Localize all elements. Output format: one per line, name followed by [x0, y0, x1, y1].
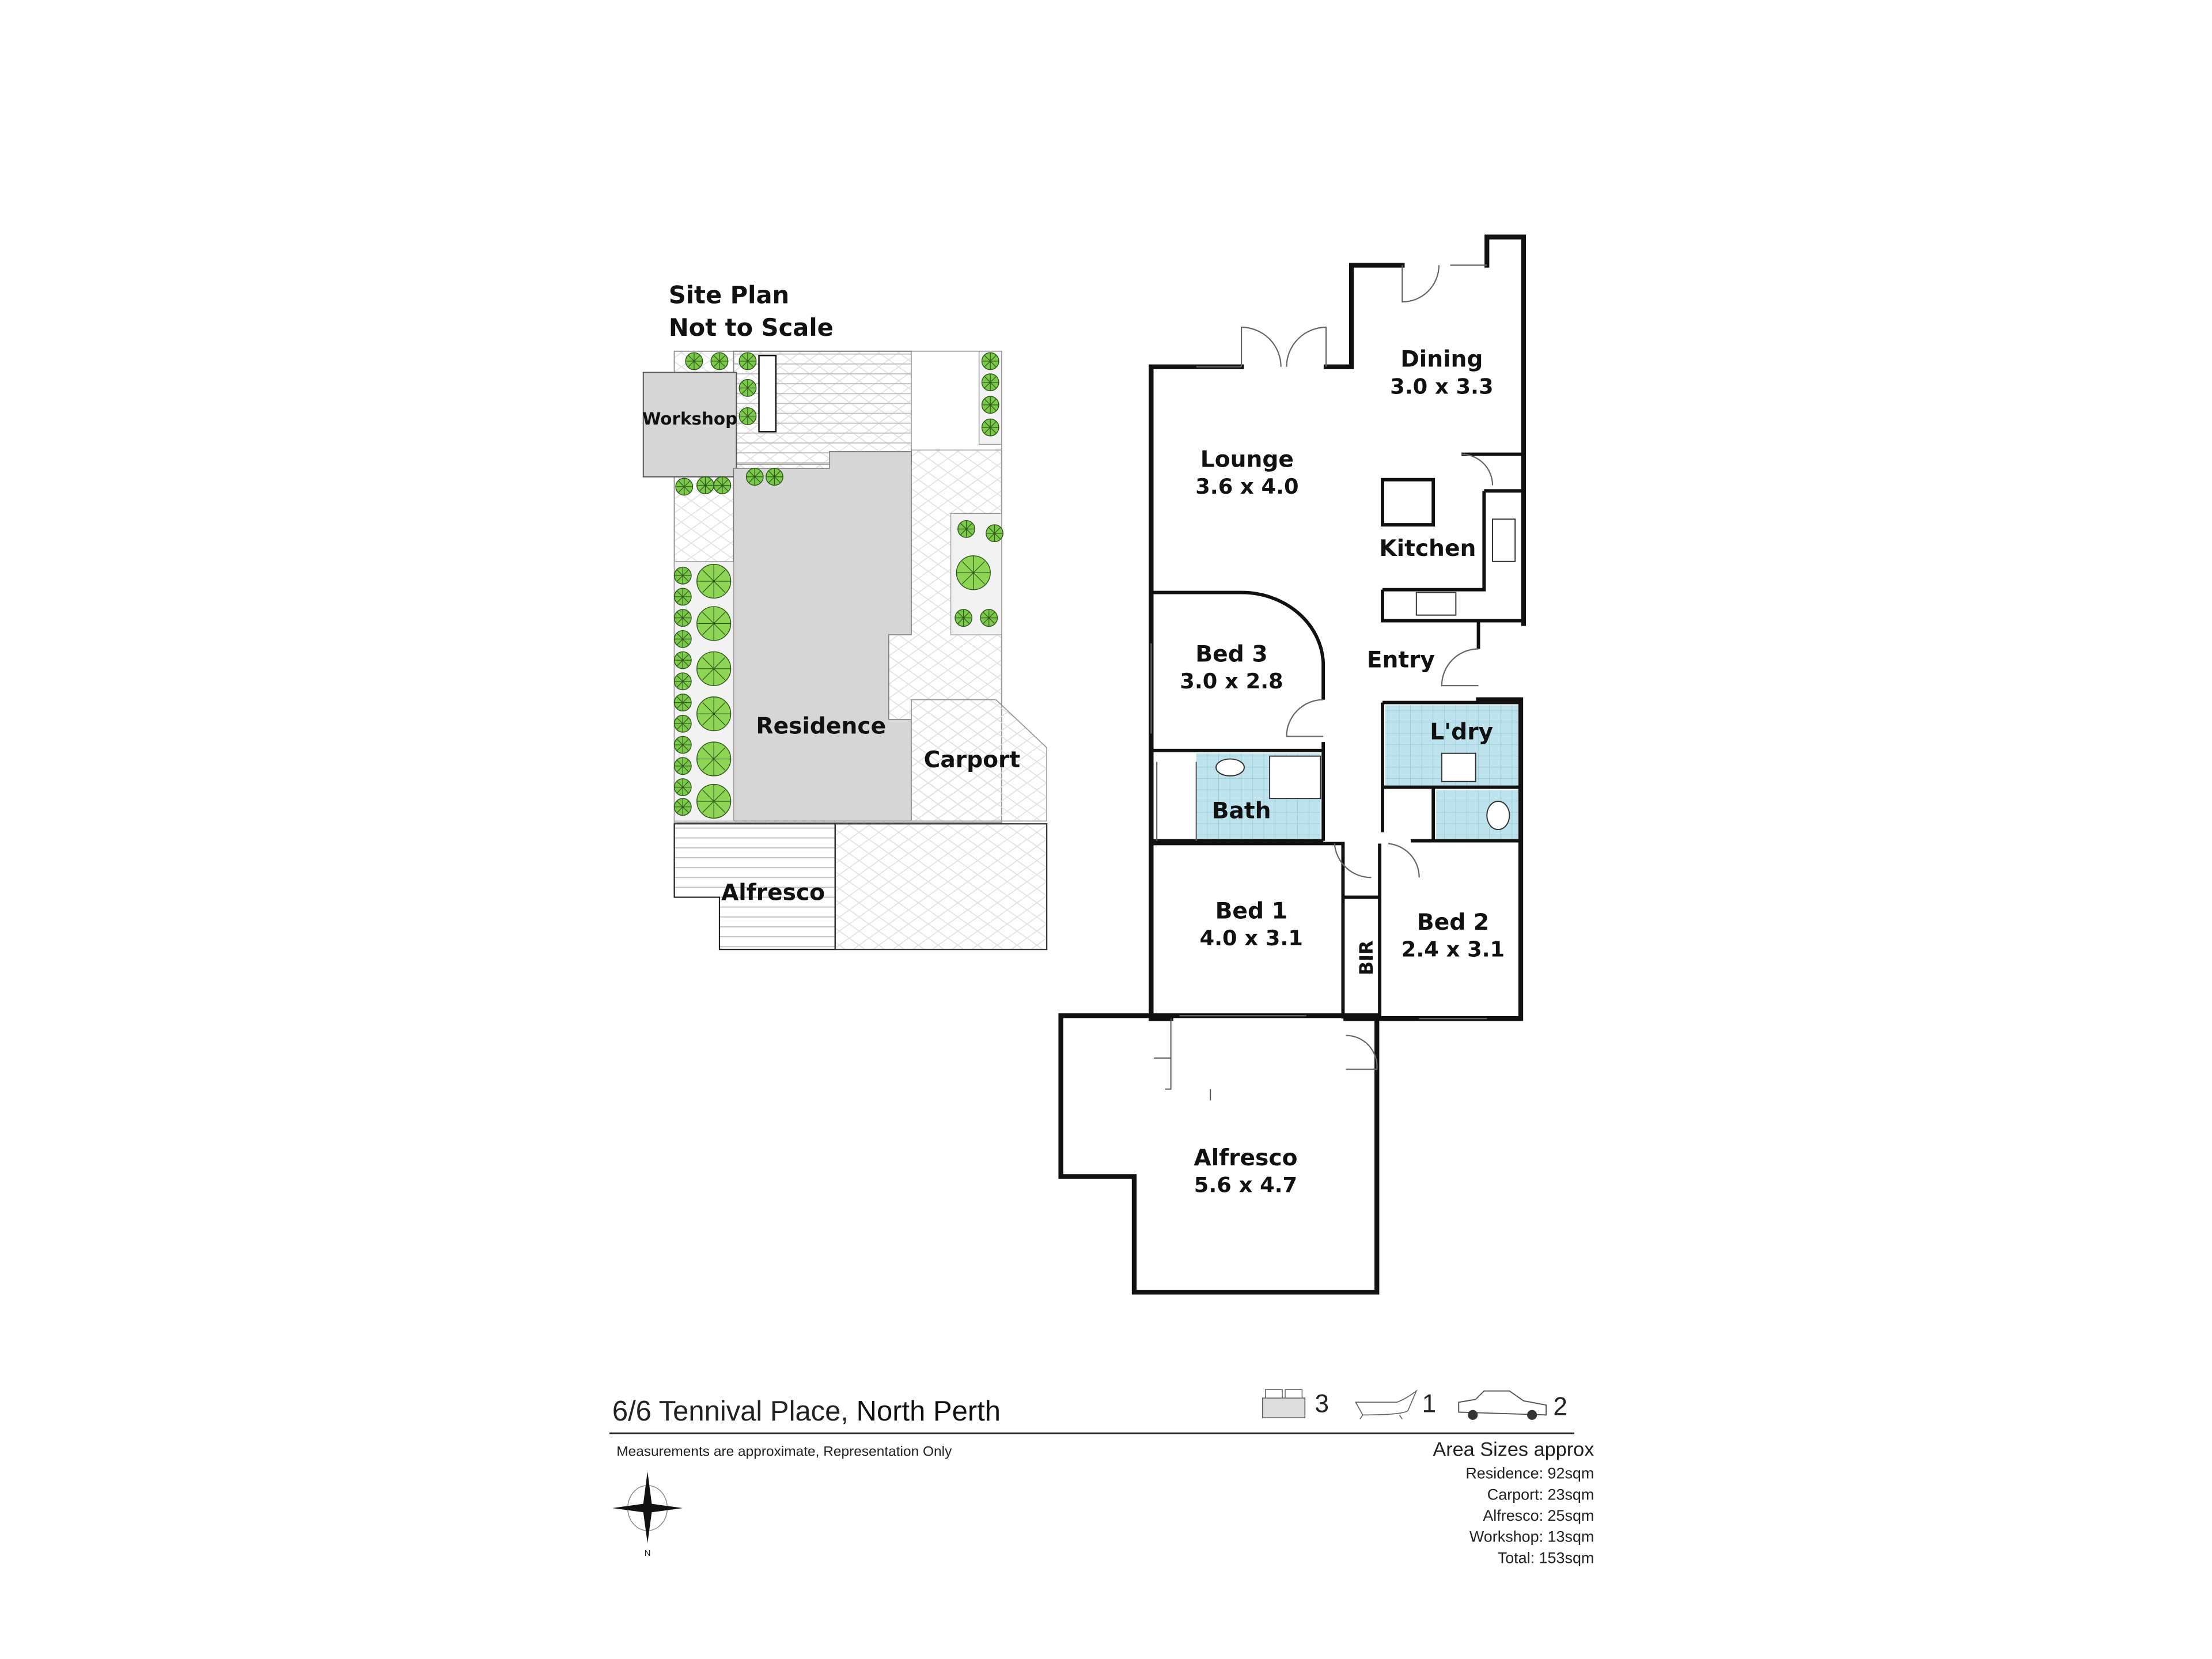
area-size-item: Residence: 92sqm — [1465, 1465, 1594, 1482]
site-plan: Site Plan Not to Scale Workshop Residenc… — [642, 281, 1048, 950]
alfresco-deck — [1058, 1013, 1380, 1295]
address: 6/6 Tennival Place, North Perth — [612, 1396, 1001, 1427]
workshop-label: Workshop — [642, 409, 737, 429]
room-name: Bed 3 — [1195, 642, 1267, 668]
carport-label: Carport — [924, 747, 1020, 773]
interior-walls — [1151, 590, 1521, 1021]
room-size: 3.0 x 2.8 — [1180, 669, 1283, 694]
windows — [1150, 366, 1487, 1020]
shower — [1269, 755, 1321, 800]
room-name: BIR — [1355, 941, 1377, 976]
toilet — [1486, 801, 1510, 830]
room-name: Dining — [1400, 347, 1483, 373]
site-alfresco-label: Alfresco — [721, 880, 825, 906]
workshop-building — [642, 372, 737, 478]
laundry-trough — [1441, 752, 1476, 782]
floor-plan: Dining 3.0 x 3.3 Lounge 3.6 x 4.0 Kitche… — [1058, 234, 1527, 1295]
room-name: Bed 1 — [1215, 898, 1287, 924]
compass-north-label: N — [645, 1549, 651, 1558]
laundry-walls — [1381, 620, 1521, 841]
car-spaces-count: 2 — [1553, 1392, 1567, 1421]
footer: 6/6 Tennival Place, North Perth Measurem… — [609, 1389, 1594, 1566]
room-size: 4.0 x 3.1 — [1200, 926, 1303, 950]
area-size-item: Carport: 23sqm — [1487, 1486, 1594, 1503]
area-sizes-title: Area Sizes approx — [1433, 1438, 1594, 1460]
cooktop — [1415, 592, 1457, 616]
bathtub-icon — [1355, 1389, 1418, 1420]
room-size: 3.6 x 4.0 — [1195, 474, 1298, 499]
compass-icon — [612, 1471, 683, 1544]
site-plan-subtitle: Not to Scale — [669, 313, 834, 342]
room-name: Lounge — [1200, 447, 1294, 473]
room-name: Bed 2 — [1417, 910, 1489, 935]
room-name: L'dry — [1430, 719, 1493, 745]
kitchen-sink — [1492, 518, 1516, 562]
area-size-item: Alfresco: 25sqm — [1483, 1507, 1594, 1524]
disclaimer: Measurements are approximate, Representa… — [616, 1444, 952, 1459]
room-size: 2.4 x 3.1 — [1402, 937, 1505, 961]
driveway — [834, 823, 1048, 950]
room-name: Alfresco — [1194, 1145, 1297, 1171]
area-size-item: Workshop: 13sqm — [1469, 1528, 1594, 1546]
site-plan-title: Site Plan — [669, 281, 789, 309]
carport-area — [911, 699, 1047, 822]
address-street: 6/6 Tennival Place, — [612, 1396, 857, 1427]
residence-building — [733, 450, 912, 822]
basin — [1215, 758, 1245, 777]
bathrooms-count: 1 — [1422, 1389, 1437, 1418]
sliding-door-markers — [1154, 1018, 1211, 1101]
residence-label: Residence — [756, 713, 886, 739]
room-name: Entry — [1367, 647, 1435, 673]
bedrooms-count: 3 — [1315, 1389, 1329, 1418]
car-icon — [1458, 1390, 1547, 1420]
bed-icon — [1262, 1389, 1306, 1419]
room-size: 3.0 x 3.3 — [1390, 374, 1493, 399]
area-size-total: Total: 153sqm — [1498, 1549, 1594, 1566]
room-size: 5.6 x 4.7 — [1194, 1172, 1297, 1197]
doors — [1241, 264, 1494, 1070]
water-tank — [758, 354, 777, 433]
room-name: Kitchen — [1379, 536, 1476, 562]
kitchen-joinery — [1381, 452, 1524, 623]
room-name: Bath — [1212, 798, 1271, 824]
address-suburb: North Perth — [857, 1396, 1001, 1427]
